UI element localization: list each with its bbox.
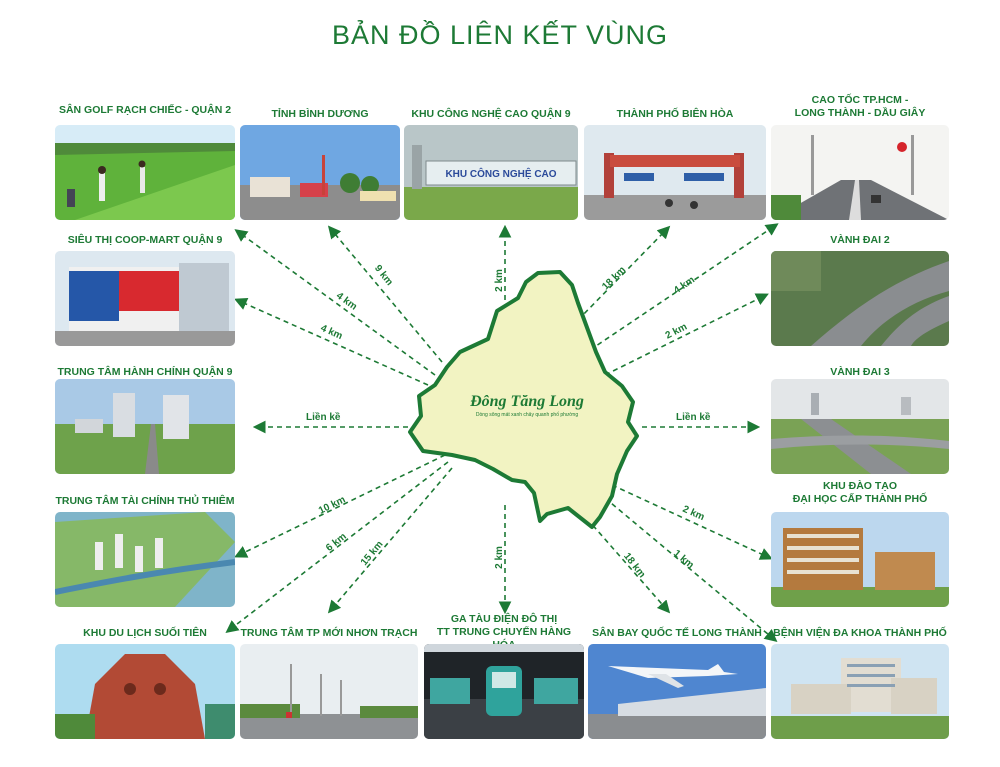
distance-hightech: 2 km <box>493 269 505 292</box>
photo-admin <box>55 379 235 474</box>
link-suoitien <box>225 461 449 633</box>
card-label: VÀNH ĐAI 3 <box>830 366 890 378</box>
card-hospital: BỆNH VIỆN ĐA KHOA THÀNH PHỐ <box>771 627 949 739</box>
brand-slogan: Dòng sông mát xanh chảy quanh phố phường <box>475 412 579 418</box>
card-label: THÀNH PHỐ BIÊN HÒA <box>616 108 734 120</box>
card-university: KHU ĐÀO TẠO ĐẠI HỌC CẤP THÀNH PHỐ <box>771 480 949 607</box>
dong-tang-long-region <box>408 270 639 529</box>
link-ring2 <box>604 293 769 376</box>
card-label: SÂN BAY QUỐC TẾ LONG THÀNH <box>592 627 762 639</box>
photo-metro <box>424 644 584 739</box>
card-label: KHU ĐÀO TẠO ĐẠI HỌC CẤP THÀNH PHỐ <box>792 480 928 505</box>
link-nhontrach <box>327 467 453 614</box>
hightech-sign: KHU CÔNG NGHỆ CAO <box>445 167 556 180</box>
card-suoitien: KHU DU LỊCH SUỐI TIÊN <box>55 627 235 739</box>
card-coopmart: SIÊU THỊ COOP-MART QUẬN 9 <box>55 234 235 346</box>
distance-metro: 2 km <box>493 546 505 569</box>
photo-ring3 <box>771 379 949 474</box>
link-finance <box>234 454 446 558</box>
card-label: TRUNG TÂM HÀNH CHÍNH QUẬN 9 <box>57 366 233 378</box>
card-label: KHU CÔNG NGHỆ CAO QUẬN 9 <box>411 108 571 120</box>
photo-suoitien <box>55 644 235 739</box>
link-coopmart <box>234 298 429 386</box>
brand-name: Đông Tăng Long <box>470 393 584 410</box>
photo-binhduong <box>240 125 400 220</box>
link-binhduong <box>327 225 443 363</box>
card-label: SÂN GOLF RẠCH CHIẾC - QUẬN 2 <box>58 104 232 116</box>
photo-nhontrach <box>240 644 418 739</box>
center-logo: Đông Tăng Long Dòng sông mát xanh chảy q… <box>462 393 592 418</box>
link-airport <box>574 504 671 614</box>
distance-left-adjacent: Liền kề <box>306 412 341 423</box>
card-binhduong: TỈNH BÌNH DƯƠNG <box>240 104 400 220</box>
photo-bienhoa <box>584 125 766 220</box>
photo-expressway <box>771 125 949 220</box>
link-golf <box>234 229 436 376</box>
card-expressway: CAO TỐC TP.HCM - LONG THÀNH - DẦU GIÂY <box>771 94 949 220</box>
card-label: TRUNG TÂM TÀI CHÍNH THỦ THIÊM <box>55 495 235 507</box>
photo-hightech: KHU CÔNG NGHỆ CAO <box>404 125 578 220</box>
card-label: TRUNG TÂM TP MỚI NHƠN TRẠCH <box>240 627 418 639</box>
card-label: KHU DU LỊCH SUỐI TIÊN <box>83 627 207 639</box>
photo-ring2 <box>771 251 949 346</box>
card-label: BỆNH VIỆN ĐA KHOA THÀNH PHỐ <box>773 627 947 639</box>
photo-airport <box>588 644 766 739</box>
distance-right-adjacent: Liền kề <box>676 412 711 423</box>
link-university <box>611 484 773 560</box>
card-golf: SÂN GOLF RẠCH CHIẾC - QUẬN 2 <box>55 104 235 220</box>
card-finance: TRUNG TÂM TÀI CHÍNH THỦ THIÊM <box>55 495 235 607</box>
card-label: VÀNH ĐAI 2 <box>830 234 890 246</box>
card-metro: GA TÀU ĐIỆN ĐÔ THỊ TT TRUNG CHUYỂN HÀNG … <box>424 613 584 739</box>
photo-coopmart <box>55 251 235 346</box>
card-hightech: KHU CÔNG NGHỆ CAO QUẬN 9 KHU CÔNG NGHỆ C… <box>404 104 578 220</box>
photo-hospital <box>771 644 949 739</box>
map-title: BẢN ĐỒ LIÊN KẾT VÙNG <box>331 20 669 50</box>
card-label: CAO TỐC TP.HCM - LONG THÀNH - DẦU GIÂY <box>794 94 926 119</box>
card-ring2: VÀNH ĐAI 2 <box>771 234 949 346</box>
photo-golf <box>55 125 235 220</box>
photo-university <box>771 512 949 607</box>
card-label: TỈNH BÌNH DƯƠNG <box>271 108 369 120</box>
card-admin: TRUNG TÂM HÀNH CHÍNH QUẬN 9 <box>55 366 235 474</box>
card-airport: SÂN BAY QUỐC TẾ LONG THÀNH <box>588 627 766 739</box>
photo-finance <box>55 512 235 607</box>
card-label: GA TÀU ĐIỆN ĐÔ THỊ TT TRUNG CHUYỂN HÀNG … <box>436 613 572 651</box>
card-label: SIÊU THỊ COOP-MART QUẬN 9 <box>67 234 223 246</box>
card-nhontrach: TRUNG TÂM TP MỚI NHƠN TRẠCH <box>240 627 418 739</box>
link-bienhoa <box>577 225 671 321</box>
card-ring3: VÀNH ĐAI 3 <box>771 366 949 474</box>
link-expressway <box>589 223 779 351</box>
card-bienhoa: THÀNH PHỐ BIÊN HÒA <box>584 104 766 220</box>
link-hospital <box>604 497 778 643</box>
